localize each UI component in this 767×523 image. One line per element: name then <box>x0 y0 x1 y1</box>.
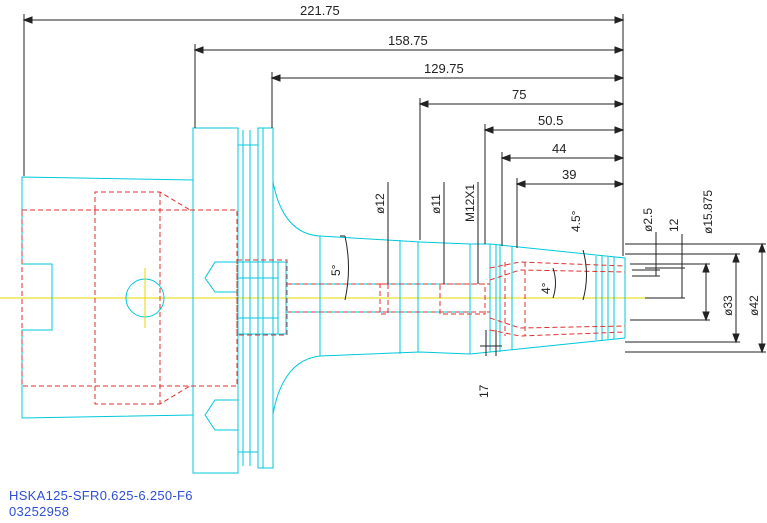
dim-44: 44 <box>552 141 566 156</box>
dia-12: ø12 <box>373 193 387 214</box>
dia-2-5: ø2.5 <box>641 208 655 232</box>
angle-dimensions <box>340 235 587 301</box>
dia-33: ø33 <box>721 295 735 316</box>
dim-75: 75 <box>512 87 526 102</box>
id-number-caption: 03252958 <box>9 504 70 519</box>
dim-17: 17 <box>477 384 491 398</box>
hidden-lines <box>21 191 626 405</box>
horizontal-dimensions <box>22 14 625 356</box>
dia-11: ø11 <box>429 194 443 214</box>
part-number-caption: HSKA125-SFR0.625-6.250-F6 <box>9 488 193 503</box>
dim-158: 158.75 <box>388 33 428 48</box>
dim-221: 221.75 <box>300 3 340 18</box>
angle-4-5: 4.5° <box>569 210 583 232</box>
angle-5: 5° <box>329 264 343 276</box>
dim-39: 39 <box>562 167 576 182</box>
dim-12-vert: 12 <box>667 218 681 232</box>
dia-42: ø42 <box>747 295 761 316</box>
angle-4: 4° <box>539 282 553 294</box>
dim-50: 50.5 <box>538 113 563 128</box>
dia-15-875: ø15.875 <box>701 190 715 234</box>
thread-m12: M12X1 <box>463 184 477 222</box>
diameter-dimensions <box>387 182 766 354</box>
dim-129: 129.75 <box>424 61 464 76</box>
holder-outline <box>21 127 626 474</box>
